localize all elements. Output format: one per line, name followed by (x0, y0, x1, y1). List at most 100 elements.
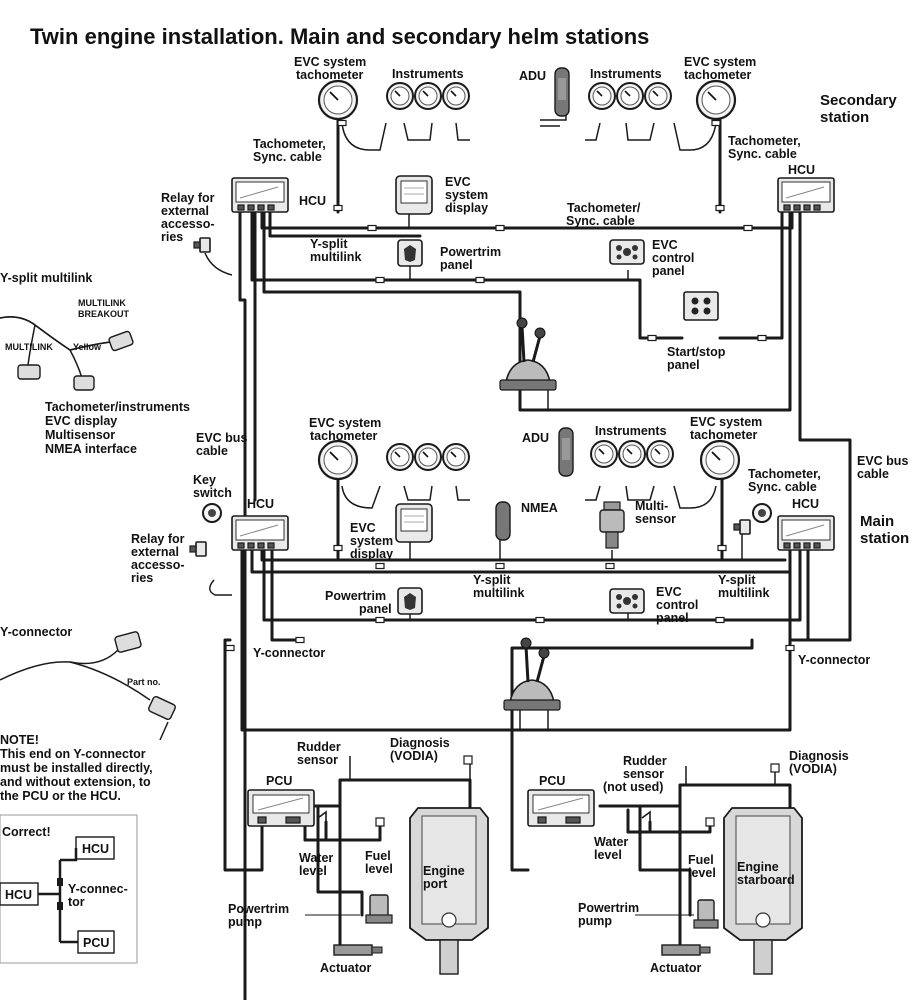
actuator-starboard-label: Actuator (650, 961, 702, 975)
water-level-port-icon (317, 810, 327, 822)
start-stop-panel-icon (683, 291, 719, 321)
part-no-label: Part no. (127, 677, 161, 687)
hcu-secondary-right-icon (777, 177, 835, 213)
pcu-port-label: PCU (266, 774, 292, 788)
nmea-interface-icon (495, 501, 511, 541)
tacho-sync-main-label: Tachometer,Sync. cable (748, 467, 821, 494)
evc-display-secondary-icon (395, 175, 433, 215)
pcu-starboard-label: PCU (539, 774, 565, 788)
key-switch-icon (202, 503, 772, 523)
powertrim-pump-starboard-icon (693, 899, 719, 929)
adu-secondary-icon (554, 67, 570, 117)
control-lever-secondary-icon (498, 316, 558, 392)
instrument-gauge-icon (414, 82, 442, 110)
nmea-label: NMEA (521, 501, 558, 515)
tacho-sync-secondary-left-label: Tachometer,Sync. cable (253, 137, 326, 164)
hcu-secondary-right-label: HCU (788, 163, 815, 177)
hcu-main-right-icon (777, 515, 835, 551)
instrument-gauge-icon (414, 443, 442, 471)
yellow-label: Yellow (73, 342, 102, 352)
instrument-gauge-icon (646, 440, 674, 468)
evc-tachometer-secondary-right-icon (695, 79, 737, 121)
correct-hcu-top-box: HCU (82, 842, 109, 856)
instrument-gauge-icon (590, 440, 618, 468)
adu-secondary-label: ADU (519, 69, 546, 83)
evc-tachometer-main-left-icon (317, 439, 359, 481)
relay-main-icon (189, 541, 207, 557)
diagnosis-port-label: Diagnosis(VODIA) (390, 736, 450, 763)
yconnector-main-left-label: Y-connector (253, 646, 325, 660)
instrument-gauge-icon (588, 82, 616, 110)
actuator-starboard-icon (661, 944, 711, 956)
correct-pcu-box: PCU (83, 936, 109, 950)
instruments-secondary-right-label: Instruments (590, 67, 662, 81)
yconnector-detail: Y-connector Part no. NOTE!This end on Y-… (0, 625, 176, 964)
water-level-starboard-icon (641, 810, 651, 822)
hcu-main-right-label: HCU (792, 497, 819, 511)
page-title: Twin engine installation. Main and secon… (30, 24, 649, 49)
engine-port-icon (409, 807, 489, 975)
evc-tachometer-secondary-left-icon (317, 79, 359, 121)
fuel-level-port-icon (375, 817, 385, 827)
relay-secondary-icon (193, 237, 211, 253)
actuator-port-icon (333, 944, 383, 956)
relay-main-right-icon (733, 519, 751, 535)
evc-tachometer-main-right-icon (699, 439, 741, 481)
instrument-gauge-icon (618, 440, 646, 468)
instrument-gauge-icon (442, 443, 470, 471)
powertrim-pump-port-icon (365, 894, 393, 924)
correct-hcu-left-box: HCU (5, 888, 32, 902)
fuel-level-starboard-icon (705, 817, 715, 827)
diagnosis-starboard-label: Diagnosis(VODIA) (789, 749, 849, 776)
pcu-starboard-icon (527, 789, 595, 827)
pcu-port-icon (247, 789, 315, 827)
tacho-sync-secondary-right-label: Tachometer,Sync. cable (728, 134, 801, 161)
hcu-main-left-icon (231, 515, 289, 551)
multisensor-label: Multi-sensor (635, 499, 676, 526)
evc-display-main-icon (395, 503, 433, 543)
correct-yconnector-box: Y-connec-tor (68, 882, 128, 909)
adu-main-label: ADU (522, 431, 549, 445)
adu-main-icon (558, 427, 574, 477)
multisensor-icon (599, 501, 625, 549)
hcu-main-left-label: HCU (247, 497, 274, 511)
tacho-sync-secondary-mid-label: Tachometer/Sync. cable (566, 201, 641, 228)
yconnector-detail-title: Y-connector (0, 625, 72, 639)
instrument-gauge-icon (386, 443, 414, 471)
hcu-secondary-left-label: HCU (299, 194, 326, 208)
hcu-secondary-left-icon (231, 177, 289, 213)
instrument-gauge-icon (442, 82, 470, 110)
